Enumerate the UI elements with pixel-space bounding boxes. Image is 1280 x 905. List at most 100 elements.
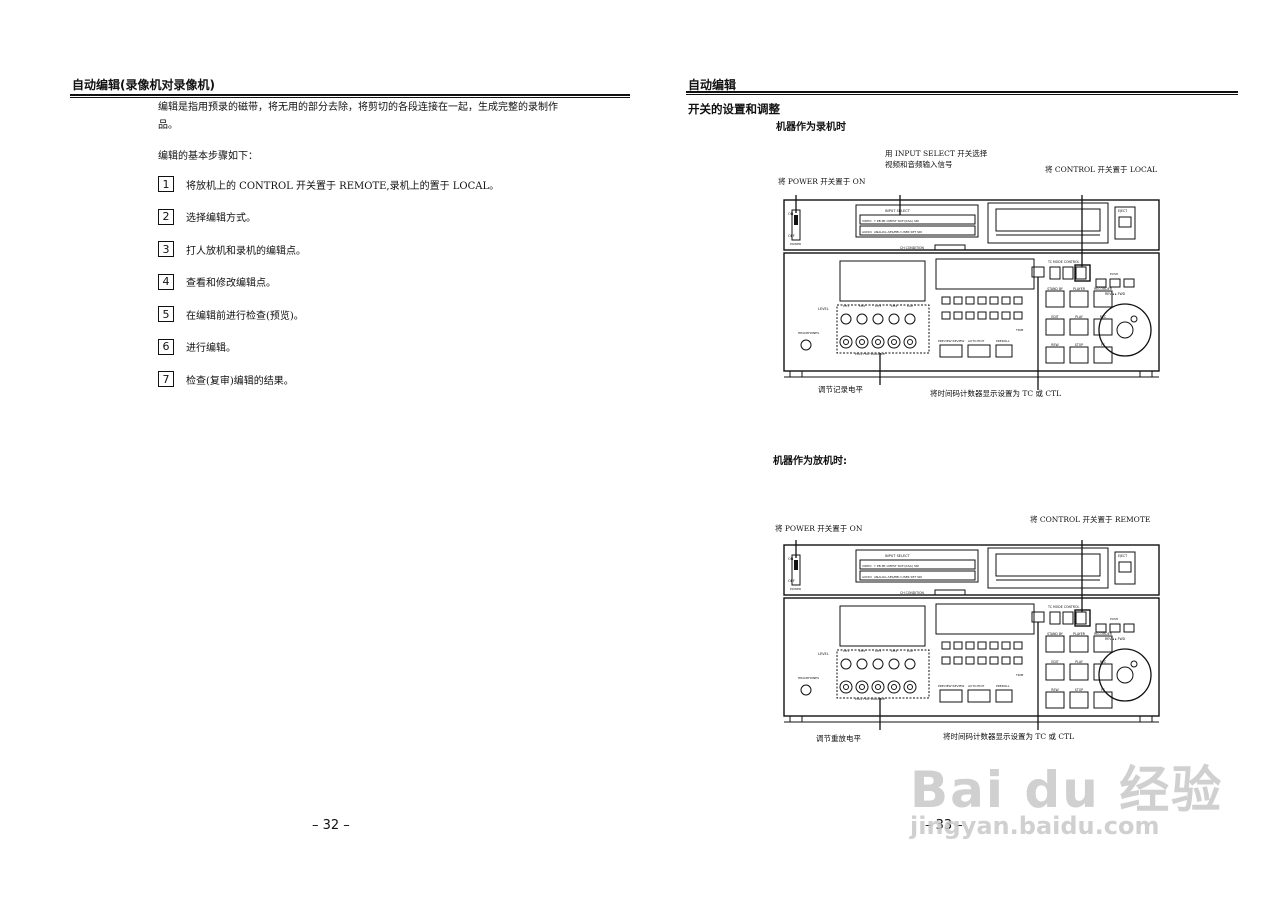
level-knob-lower (839, 680, 853, 694)
step-text: 检查(复审)编辑的结果。 (186, 375, 294, 387)
transport-button (1045, 635, 1065, 653)
video-row-options: Y PB PR CMPST SDTI(CSA) SDI (874, 564, 919, 568)
step-number-box: 7 (158, 371, 174, 387)
intro-line-2: 品。 (158, 120, 178, 131)
mode-switch (1075, 266, 1087, 280)
step-number-box: 1 (158, 176, 174, 192)
mode-switch (1062, 611, 1074, 625)
step-number-box: 4 (158, 273, 174, 290)
input-select-box (855, 204, 979, 238)
level-knob-upper (872, 658, 884, 670)
input-select-box (855, 549, 979, 583)
level-knob-lower (855, 335, 869, 349)
label-power-recorder: 将 POWER 开关置于 ON (778, 177, 866, 186)
tc-mode-control-label: TC MODE CONTROL (1047, 260, 1080, 264)
level-knob-upper (888, 313, 900, 325)
transport-button (1069, 290, 1089, 308)
audio-row (859, 225, 976, 236)
function-button (953, 641, 963, 650)
transport-label: STAND BY (1047, 287, 1063, 291)
transport-button (1093, 318, 1113, 336)
power-switch-lever (794, 560, 798, 570)
transport-button (1093, 635, 1113, 653)
header-rule-thin (70, 97, 630, 98)
preview-review-label: PREVIEW REVIEW (938, 339, 964, 343)
transport-label: REC (1100, 660, 1107, 664)
vtr-front-panel (783, 252, 1160, 372)
transport-button (1045, 290, 1065, 308)
function-button (941, 296, 951, 305)
transport-label: STAND BY (1047, 632, 1063, 636)
channel-label: CUE (907, 304, 913, 308)
function-button (989, 311, 999, 320)
page-number: – 32 – (312, 818, 350, 833)
section-title: 开关的设置和调整 (688, 102, 780, 116)
transport-button (1093, 346, 1113, 364)
function-button (953, 656, 963, 665)
transport-label: REC (1100, 315, 1107, 319)
steps-intro: 编辑的基本步骤如下： (158, 151, 258, 162)
audio-row (859, 570, 976, 581)
auto-edit-button (967, 344, 991, 358)
function-button (941, 311, 951, 320)
rev-fwd-label: REV ◂ ▸ FWD (1105, 637, 1126, 641)
level-knob-lower-inner (875, 684, 881, 690)
eject-button (1118, 216, 1132, 228)
auto-edit-button (967, 689, 991, 703)
transport-button (1093, 691, 1113, 709)
function-button (989, 296, 999, 305)
level-knob-upper (856, 313, 868, 325)
ch-condition-label: CH CONDITION (900, 246, 925, 250)
label-input-select-line1: 用 INPUT SELECT 开关选择 (885, 149, 988, 158)
jog-mode-button (1109, 623, 1121, 633)
level-knob-upper (840, 313, 852, 325)
level-knob-upper (904, 658, 916, 670)
audio-meter-display (839, 605, 926, 647)
level-knob-lower-inner (859, 684, 865, 690)
transport-label: EDIT (1051, 660, 1058, 664)
transport-button (1069, 318, 1089, 336)
jog-shuttle-dial-center (1116, 321, 1134, 339)
function-button (953, 296, 963, 305)
eject-button (1118, 561, 1132, 573)
transport-label: PLAYER (1073, 287, 1086, 291)
level-knob-lower-inner (843, 684, 849, 690)
cassette-compartment (987, 202, 1109, 244)
transport-label: STOP (1075, 688, 1083, 692)
audio-label: AUDIO (862, 230, 872, 234)
power-label: POWER (790, 587, 801, 591)
level-knob-lower-inner (907, 684, 913, 690)
transport-button (1069, 691, 1089, 709)
ch-condition-indicators (934, 244, 966, 251)
function-button (977, 311, 987, 320)
level-knob-lower (887, 680, 901, 694)
label-input-select: 用 INPUT SELECT 开关选择 视频和音频输入信号 (885, 148, 987, 170)
audio-row-options: ANALOG AES/EBU USER SET SDI (874, 230, 922, 234)
tc-mode-control-label: TC MODE CONTROL (1047, 605, 1080, 609)
vtr-foot-right (1139, 715, 1153, 723)
jog-shuttle-dial-center (1116, 666, 1134, 684)
level-knob-lower-inner (875, 339, 881, 345)
step-text: 选择编辑方式。 (186, 213, 256, 224)
auto-edit-label: AUTO EDIT (968, 339, 984, 343)
page-header: 自动编辑(录像机对录像机) (72, 78, 215, 92)
label-control-remote: 将 CONTROL 开关置于 REMOTE (1030, 515, 1151, 524)
auto-edit-label: AUTO EDIT (968, 684, 984, 688)
watermark-url: jingyan.baidu.com (910, 812, 1160, 840)
header-rule (70, 94, 630, 96)
function-button (953, 311, 963, 320)
level-knob-upper (872, 313, 884, 325)
watermark-brand: Bai du 经验 (910, 761, 1224, 819)
rev-fwd-label: REV ◂ ▸ FWD (1105, 292, 1126, 296)
jog-finger-dimple (1130, 315, 1138, 323)
transport-button (1045, 691, 1065, 709)
preroll-label: PREROLL (996, 339, 1010, 343)
pull-for-variable-label: PULL FOR VARIABLE (855, 697, 885, 701)
headphones-jack (800, 339, 812, 351)
intro-paragraph: 编辑是指用预录的磁带，将无用的部分去除，将剪切的各段连接在一起，生成完整的录制作… (158, 99, 608, 135)
trim-label: TRIM (1015, 328, 1024, 332)
intro-line-1: 编辑是指用预录的磁带，将无用的部分去除，将剪切的各段连接在一起，生成完整的录制作 (158, 102, 558, 113)
